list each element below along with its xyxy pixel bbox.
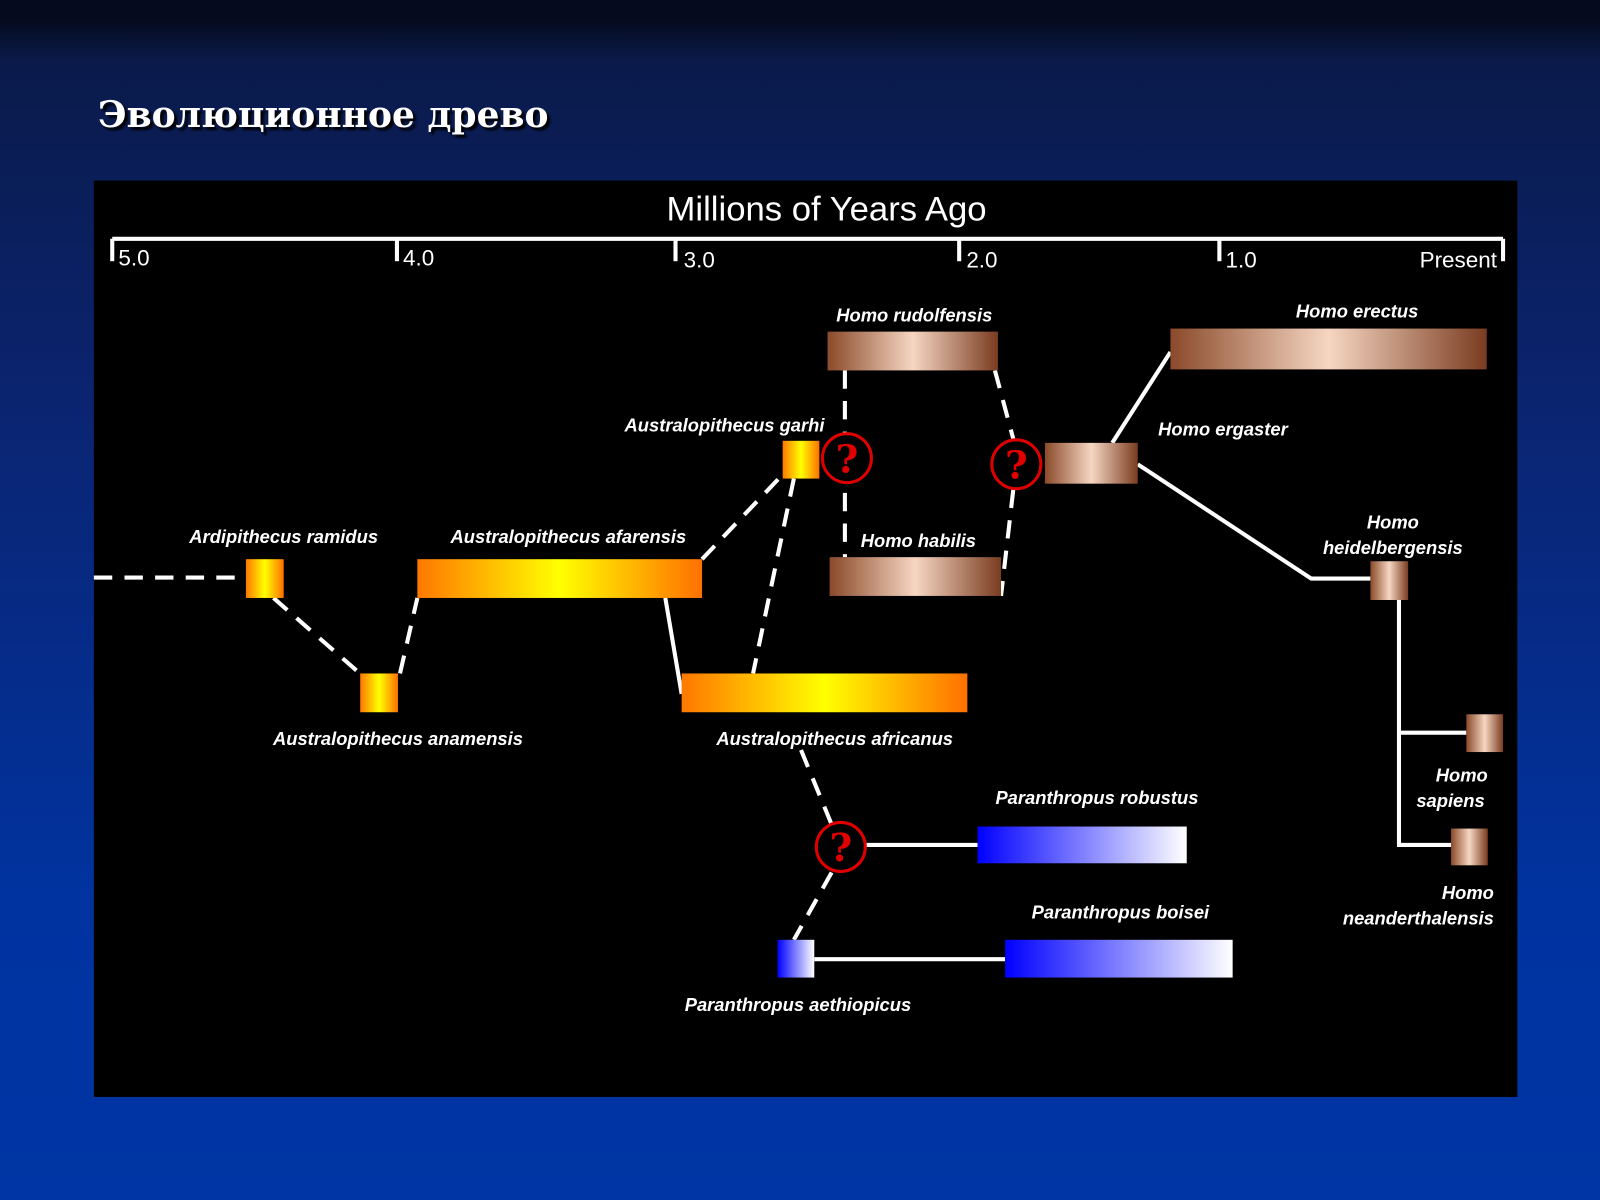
bar-homo-sapiens xyxy=(1466,714,1504,753)
label-australopithecus-garhi: Australopithecus garhi xyxy=(624,415,826,436)
svg-text:?: ? xyxy=(836,437,859,482)
bar-paranthropus-boisei xyxy=(1005,939,1233,978)
bar-homo-rudolfensis xyxy=(827,331,998,371)
label-paranthropus-boisei: Paranthropus boisei xyxy=(1032,901,1210,922)
label-homo-heidelbergensis: Homo xyxy=(1367,512,1419,533)
label-homo-habilis: Homo habilis xyxy=(861,530,976,551)
tick-present: Present xyxy=(1420,247,1498,272)
label-homo-sapiens: Homo xyxy=(1436,765,1488,786)
label-paranthropus-robustus: Paranthropus robustus xyxy=(995,787,1198,808)
label-homo-heidelbergensis: heidelbergensis xyxy=(1323,537,1463,558)
tick-5: 5.0 xyxy=(118,245,149,270)
bar-australopithecus-africanus xyxy=(681,673,968,713)
label-homo-neanderthalensis: Homo xyxy=(1442,882,1494,903)
bar-paranthropus-aethiopicus xyxy=(777,939,815,978)
tick-4: 4.0 xyxy=(403,245,434,270)
bar-homo-habilis xyxy=(829,557,1002,596)
bar-homo-erectus xyxy=(1170,328,1487,370)
label-australopithecus-afarensis: Australopithecus afarensis xyxy=(450,526,687,547)
label-ardipithecus-ramidus: Ardipithecus ramidus xyxy=(188,526,378,547)
tick-2: 2.0 xyxy=(966,247,997,272)
label-homo-sapiens: sapiens xyxy=(1416,790,1484,811)
label-australopithecus-africanus: Australopithecus africanus xyxy=(715,728,953,749)
svg-text:?: ? xyxy=(1005,444,1028,489)
label-homo-ergaster: Homo ergaster xyxy=(1158,419,1288,440)
axis-title: Millions of Years Ago xyxy=(666,190,986,228)
question-icon: ? xyxy=(990,438,1043,491)
bar-homo-ergaster xyxy=(1044,442,1138,484)
bar-australopithecus-afarensis xyxy=(417,559,703,598)
label-homo-erectus: Homo erectus xyxy=(1296,300,1418,321)
label-homo-rudolfensis: Homo rudolfensis xyxy=(836,304,992,325)
bar-homo-neanderthalensis xyxy=(1451,828,1488,866)
slide-title: Эволюционное древо xyxy=(98,94,549,136)
label-homo-neanderthalensis: neanderthalensis xyxy=(1343,907,1494,928)
question-icon: ? xyxy=(820,432,873,485)
label-paranthropus-aethiopicus: Paranthropus aethiopicus xyxy=(685,994,911,1015)
bar-ardipithecus-ramidus xyxy=(245,559,284,598)
bar-australopithecus-anamensis xyxy=(360,673,398,713)
label-australopithecus-anamensis: Australopithecus anamensis xyxy=(272,728,523,749)
tick-1: 1.0 xyxy=(1226,247,1257,272)
bar-australopithecus-garhi xyxy=(782,440,820,479)
connectors xyxy=(93,350,1467,962)
bar-homo-heidelbergensis xyxy=(1370,561,1409,600)
tick-3: 3.0 xyxy=(684,247,715,272)
bar-paranthropus-robustus xyxy=(977,826,1187,864)
time-axis: 5.0 4.0 3.0 2.0 1.0 Present xyxy=(110,236,1506,272)
svg-text:?: ? xyxy=(829,826,852,871)
question-icon: ? xyxy=(814,820,867,873)
